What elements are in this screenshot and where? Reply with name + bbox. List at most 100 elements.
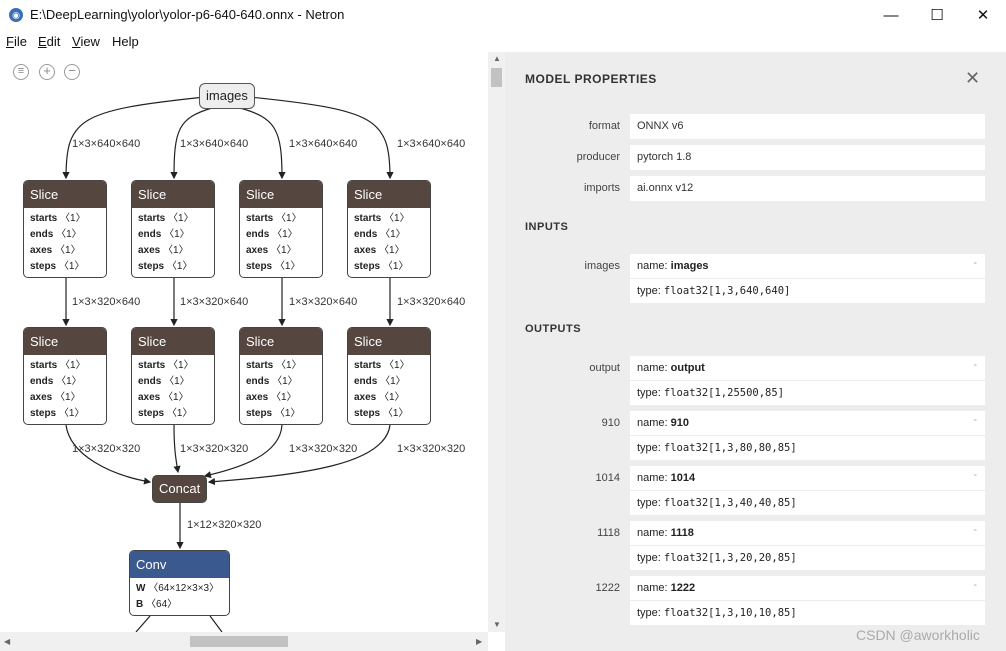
expand-icon[interactable]: - [973,359,977,371]
scroll-down-arrow-icon[interactable]: ▼ [493,620,501,629]
attr-value: 〈1〉 [379,245,405,256]
edge-label: 1×12×320×320 [187,519,262,531]
attr-value: 〈1〉 [274,261,301,272]
attr-value: 〈1〉 [274,408,301,419]
output-box[interactable]: name: 1222-type: float32[1,3,10,10,85] [630,576,985,625]
attr-name: starts [354,360,382,371]
attr-value: 〈1〉 [272,229,298,240]
edge-slice6-concat [173,424,181,474]
expand-icon[interactable]: - [973,524,977,536]
menu-icon[interactable]: ≡ [13,64,29,80]
attr-name: ends [354,229,378,240]
attr-name: steps [354,261,381,272]
expand-icon[interactable]: - [973,414,977,426]
edge-conv-out-right [209,615,223,632]
expand-icon[interactable]: - [973,469,977,481]
menu-view[interactable]: View [72,34,100,49]
input-box-images[interactable]: name: images - type: float32[1,3,640,640… [630,254,985,303]
attr-value: 〈1〉 [60,213,86,224]
scroll-up-arrow-icon[interactable]: ▲ [493,54,501,63]
edge-label: 1×3×640×640 [72,138,141,150]
attr-value: 〈1〉 [380,376,406,387]
minimize-button[interactable]: — [883,7,899,24]
scroll-right-arrow-icon[interactable]: ▶ [476,637,483,646]
input-type: float32[1,3,640,640] [663,285,791,297]
edge-label: 1×3×640×640 [397,138,466,150]
close-icon[interactable]: ✕ [965,68,981,88]
node-title: Slice [240,328,322,355]
attr-value: 〈1〉 [276,213,302,224]
scrollbar-thumb[interactable] [491,68,502,87]
graph-edges [62,96,394,632]
input-node-images[interactable]: images [199,83,255,109]
output-box[interactable]: name: 910-type: float32[1,3,80,80,85] [630,411,985,460]
output-name: 1014 [670,472,696,484]
attr-value: 〈1〉 [168,213,194,224]
vertical-scrollbar[interactable]: ▲ ▼ [488,52,505,632]
node-title: Slice [132,181,214,208]
edge-slice7-concat [203,424,283,479]
attr-value: 〈1〉 [271,392,297,403]
scrollbar-thumb[interactable] [190,636,288,647]
output-type: float32[1,3,10,10,85] [663,607,797,619]
attr-name: ends [354,376,378,387]
attr-value: 〈1〉 [55,392,81,403]
expand-icon[interactable]: - [973,257,977,269]
attr-value: 〈1〉 [164,376,190,387]
close-window-button[interactable]: ✕ [976,7,990,24]
node-title: Slice [240,181,322,208]
edge-label: 1×3×320×320 [397,443,466,455]
conv-node[interactable]: Conv W 〈64×12×3×3〉 B 〈64〉 [129,550,230,616]
attr-value: 〈1〉 [60,360,86,371]
maximize-button[interactable]: ☐ [930,7,944,24]
output-label: 1118 [597,527,620,539]
node-title: Slice [348,328,430,355]
zoom-out-icon[interactable]: − [64,64,80,80]
menu-edit[interactable]: Edit [38,34,61,49]
edge-images-slice1 [62,96,206,180]
concat-node[interactable]: Concat [152,475,208,503]
menu-file[interactable]: File [6,34,27,49]
edge-label: 1×3×320×640 [72,296,141,308]
attr-name: steps [138,408,165,419]
expand-icon[interactable]: - [973,579,977,591]
horizontal-scrollbar[interactable]: ◀ ▶ [0,632,488,651]
edge-label: 1×3×320×320 [289,443,358,455]
attr-name: starts [138,360,166,371]
attr-name: axes [138,245,161,256]
attr-name: ends [30,376,54,387]
title-bar: ◉ E:\DeepLearning\yolor\yolor-p6-640-640… [0,0,1006,31]
output-box[interactable]: name: 1014-type: float32[1,3,40,40,85] [630,466,985,515]
attr-value: 〈1〉 [272,376,298,387]
prop-label-producer: producer [576,151,620,163]
edge-label: 1×3×640×640 [180,138,249,150]
attr-value: 〈1〉 [166,261,193,272]
zoom-in-icon[interactable]: + [39,64,55,80]
output-box[interactable]: name: output-type: float32[1,25500,85] [630,356,985,405]
edge-conv-out-left [135,615,151,632]
attr-value: 〈64〉 [146,599,178,610]
watermark: CSDN @aworkholic [856,627,980,643]
attr-value: 〈1〉 [276,360,302,371]
attr-value: 〈64×12×3×3〉 [148,583,220,594]
edge-slice5-concat [65,424,152,485]
attr-value: 〈1〉 [163,392,189,403]
edge-images-slice4 [249,96,394,180]
node-title: Slice [24,328,106,355]
prop-value-imports: ai.onnx v12 [630,176,985,201]
scroll-left-arrow-icon[interactable]: ◀ [4,637,11,646]
output-type: float32[1,3,40,40,85] [663,497,797,509]
attr-value: 〈1〉 [168,360,194,371]
menu-help[interactable]: Help [112,34,139,49]
output-box[interactable]: name: 1118-type: float32[1,3,20,20,85] [630,521,985,570]
attr-value: 〈1〉 [382,408,409,419]
output-label: 1014 [595,472,620,484]
